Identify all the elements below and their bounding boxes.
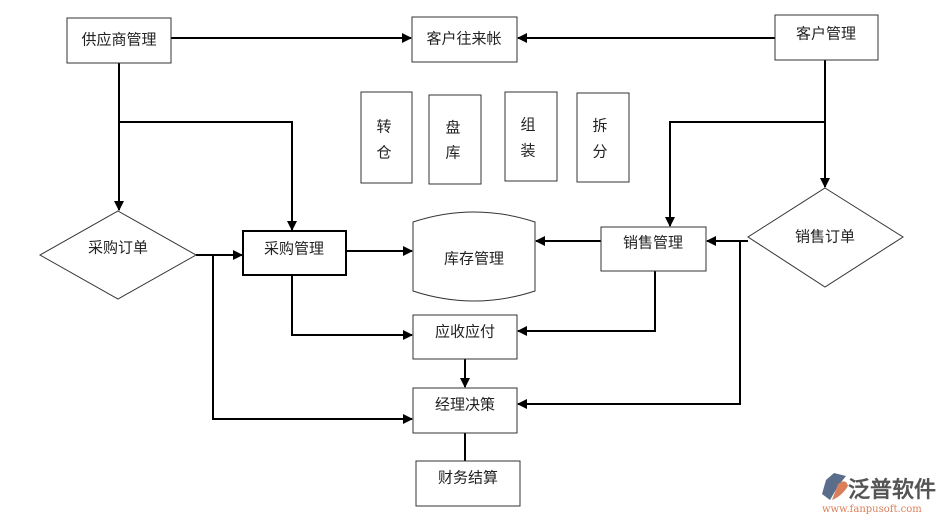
node-label: 拆	[592, 117, 607, 135]
node-label: 销售订单	[795, 228, 855, 246]
node-label: 经理决策	[435, 396, 495, 414]
node-sales-order: 销售订单	[747, 187, 904, 288]
node-label: 销售管理	[623, 234, 683, 252]
arrow-purchase-mgmt-to-arap	[291, 275, 413, 340]
node-label: 客户往来帐	[426, 30, 501, 48]
node-ar-ap: 应收应付	[412, 314, 518, 360]
node-label: 盘	[445, 119, 460, 137]
node-customer-account: 客户往来帐	[411, 16, 518, 63]
node-manager-decision: 经理决策	[412, 387, 518, 434]
node-stocktake: 盘 库	[428, 94, 482, 185]
node-label: 库存管理	[444, 250, 504, 268]
node-label: 分	[592, 143, 607, 161]
node-purchase-mgmt: 采购管理	[242, 230, 347, 276]
node-label: 库	[445, 144, 460, 162]
node-sales-mgmt: 销售管理	[600, 226, 707, 272]
node-label: 装	[520, 142, 535, 160]
arrow-supplier-to-purchase-mgmt	[119, 121, 297, 231]
node-label: 采购订单	[88, 239, 148, 257]
node-label: 应收应付	[435, 323, 495, 341]
connectors	[114, 33, 830, 461]
node-customer: 客户管理	[774, 14, 879, 61]
node-split: 拆 分	[576, 92, 630, 183]
node-supplier: 供应商管理	[66, 17, 172, 64]
logo-name: 泛普软件	[848, 477, 936, 503]
arrow-sales-mgmt-to-arap	[517, 271, 656, 336]
node-label: 转	[376, 118, 391, 136]
node-label: 仓	[376, 144, 391, 162]
arrow-sales-order-to-decision	[517, 241, 741, 409]
node-assemble: 组 装	[504, 91, 558, 182]
logo-mark-icon	[822, 473, 846, 500]
logo: 泛普软件 www.fanpusoft.com	[822, 473, 936, 515]
arrow-purchase-order-to-decision	[212, 255, 413, 424]
logo-url: www.fanpusoft.com	[822, 504, 922, 515]
node-transfer: 转 仓	[360, 91, 413, 184]
node-label: 客户管理	[796, 25, 856, 43]
node-label: 组	[520, 116, 535, 134]
arrow-customer-to-sales-mgmt	[665, 121, 825, 227]
node-purchase-order: 采购订单	[38, 210, 198, 300]
node-finance: 财务结算	[415, 460, 521, 507]
node-label: 财务结算	[438, 469, 498, 487]
node-label: 供应商管理	[81, 31, 156, 49]
node-inventory: 库存管理	[412, 211, 536, 302]
node-label: 采购管理	[264, 240, 324, 258]
